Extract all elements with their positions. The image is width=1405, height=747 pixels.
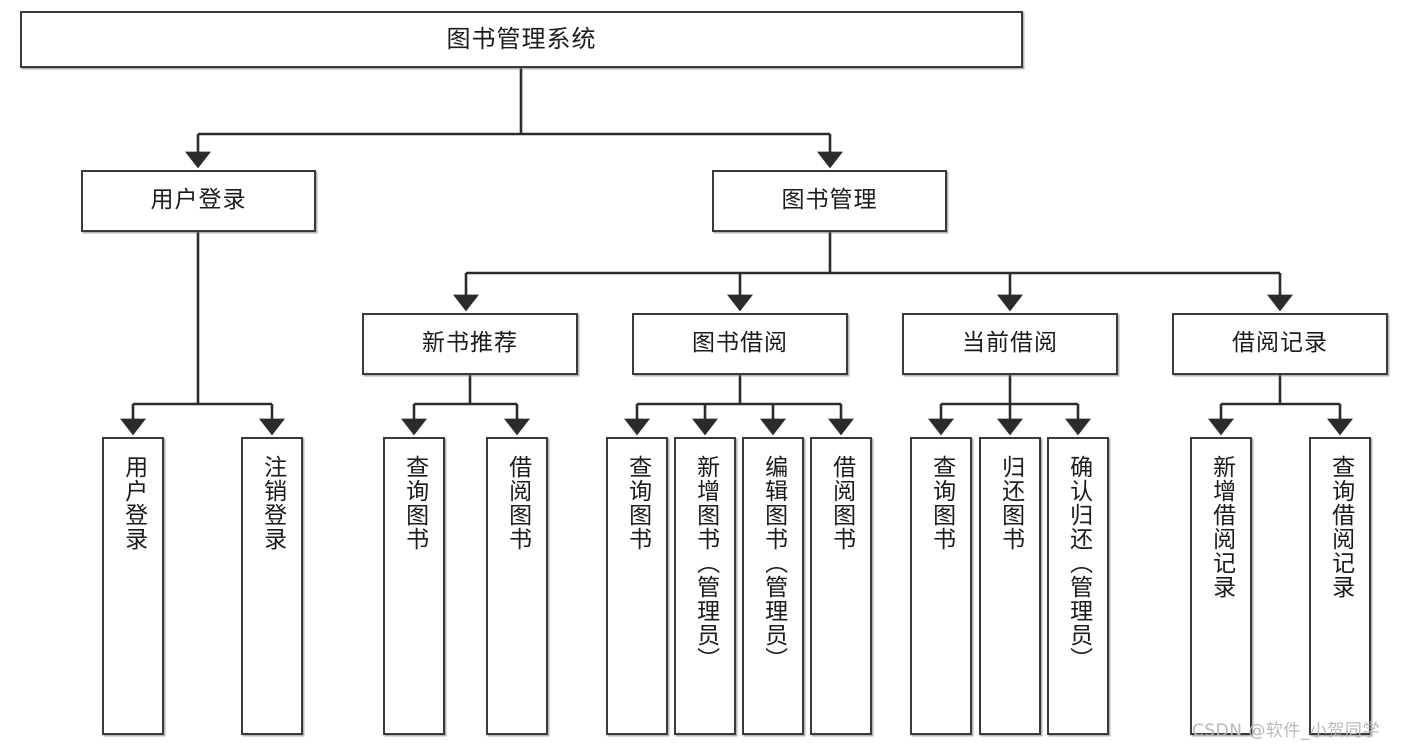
leaf-borrow-books-recommendation[interactable]: 借阅图书 [486, 437, 548, 735]
node-book-borrowing[interactable]: 图书借阅 [632, 313, 848, 375]
node-label: 查询图书 [401, 455, 428, 551]
node-label: 查询借阅记录 [1327, 455, 1354, 599]
leaf-query-books-borrowing[interactable]: 查询图书 [606, 437, 668, 735]
node-label: 借阅记录 [1232, 330, 1328, 357]
node-label: 用户登录 [120, 455, 147, 551]
node-label: 图书管理系统 [446, 25, 597, 54]
node-label: 借阅图书 [504, 455, 531, 551]
leaf-user-login[interactable]: 用户登录 [102, 437, 164, 735]
leaf-add-borrowing-record[interactable]: 新增借阅记录 [1190, 437, 1252, 735]
node-label: 当前借阅 [962, 330, 1058, 357]
node-label: 图书借阅 [692, 330, 788, 357]
node-book-management[interactable]: 图书管理 [712, 170, 947, 232]
leaf-return-books[interactable]: 归还图书 [979, 437, 1041, 735]
node-new-book-recommendation[interactable]: 新书推荐 [362, 313, 578, 375]
leaf-query-books-recommendation[interactable]: 查询图书 [383, 437, 445, 735]
leaf-add-book-admin[interactable]: 新增图书（管理员） [674, 437, 736, 735]
node-label: 借阅图书 [828, 455, 855, 551]
node-user-login[interactable]: 用户登录 [81, 170, 316, 232]
leaf-query-books-current[interactable]: 查询图书 [910, 437, 972, 735]
node-label: 新书推荐 [422, 330, 518, 357]
node-label: 注销登录 [259, 455, 286, 551]
csdn-watermark: CSDN @软件_小贺同学 [1192, 721, 1380, 741]
leaf-confirm-return-admin[interactable]: 确认归还（管理员） [1047, 437, 1109, 735]
node-current-borrowing[interactable]: 当前借阅 [902, 313, 1118, 375]
node-label: 确认归还（管理员） [1065, 455, 1092, 671]
node-label: 查询图书 [928, 455, 955, 551]
node-label: 用户登录 [150, 187, 247, 214]
node-label: 查询图书 [624, 455, 651, 551]
node-label: 图书管理 [781, 187, 878, 214]
leaf-query-borrowing-record[interactable]: 查询借阅记录 [1309, 437, 1371, 735]
node-label: 新增图书（管理员） [692, 455, 719, 671]
leaf-edit-book-admin[interactable]: 编辑图书（管理员） [742, 437, 804, 735]
node-root-book-management-system[interactable]: 图书管理系统 [20, 11, 1023, 68]
node-label: 新增借阅记录 [1208, 455, 1235, 599]
leaf-borrow-books-borrowing[interactable]: 借阅图书 [810, 437, 872, 735]
leaf-logout[interactable]: 注销登录 [241, 437, 303, 735]
node-label: 编辑图书（管理员） [760, 455, 787, 671]
node-label: 归还图书 [997, 455, 1024, 551]
node-borrowing-records[interactable]: 借阅记录 [1172, 313, 1388, 375]
